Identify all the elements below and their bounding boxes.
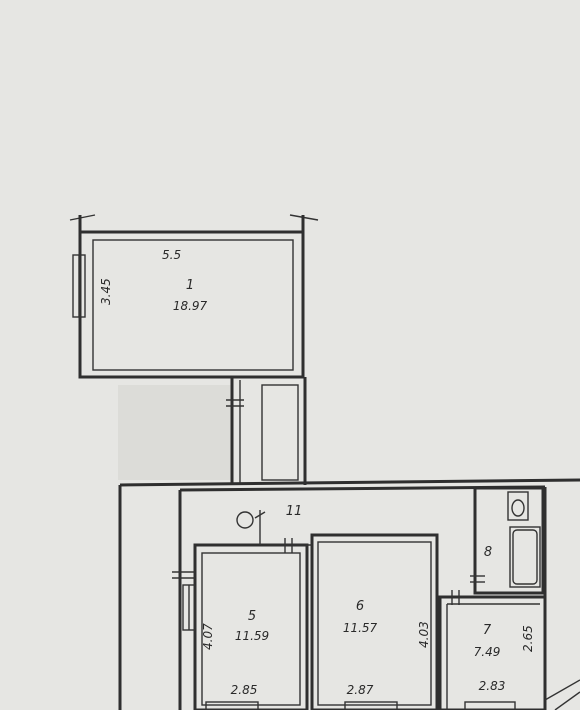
room-1-area: 18.97 bbox=[173, 299, 208, 313]
window-room-5 bbox=[182, 584, 196, 631]
room-7-width-label: 2.83 bbox=[479, 679, 506, 693]
corridor-walls bbox=[226, 377, 307, 485]
room-7-height-label: 2.65 bbox=[521, 625, 535, 652]
room-1-height-label: 3.45 bbox=[99, 278, 113, 305]
room-6-height-label: 4.03 bbox=[417, 621, 431, 648]
door-markers bbox=[172, 538, 485, 605]
window-room-1 bbox=[72, 254, 86, 318]
room-7-area: 7.49 bbox=[474, 645, 501, 659]
room-8-number: 8 bbox=[484, 545, 492, 560]
room-6-outline bbox=[310, 533, 439, 710]
room-1-outline bbox=[69, 214, 319, 379]
room-5-width-label: 2.85 bbox=[231, 683, 258, 697]
room-6-width-label: 2.87 bbox=[347, 683, 374, 697]
room-7-outline bbox=[438, 595, 547, 710]
room-7-number: 7 bbox=[483, 623, 492, 638]
room-5-number: 5 bbox=[248, 609, 256, 624]
room-1-width-label: 5.5 bbox=[162, 248, 181, 262]
room-6-number: 6 bbox=[356, 599, 364, 614]
balcony-corner bbox=[544, 679, 580, 710]
window-bottom bbox=[205, 701, 516, 710]
room-11-number: 11 bbox=[286, 504, 303, 519]
room-6-area: 11.57 bbox=[343, 621, 378, 635]
room-1-number: 1 bbox=[186, 278, 194, 293]
room-5-height-label: 4.07 bbox=[201, 623, 215, 650]
toilet-icon bbox=[507, 491, 529, 521]
room-5-area: 11.59 bbox=[235, 629, 269, 643]
room-11-outline bbox=[236, 510, 312, 546]
room-8-outline bbox=[473, 486, 545, 595]
